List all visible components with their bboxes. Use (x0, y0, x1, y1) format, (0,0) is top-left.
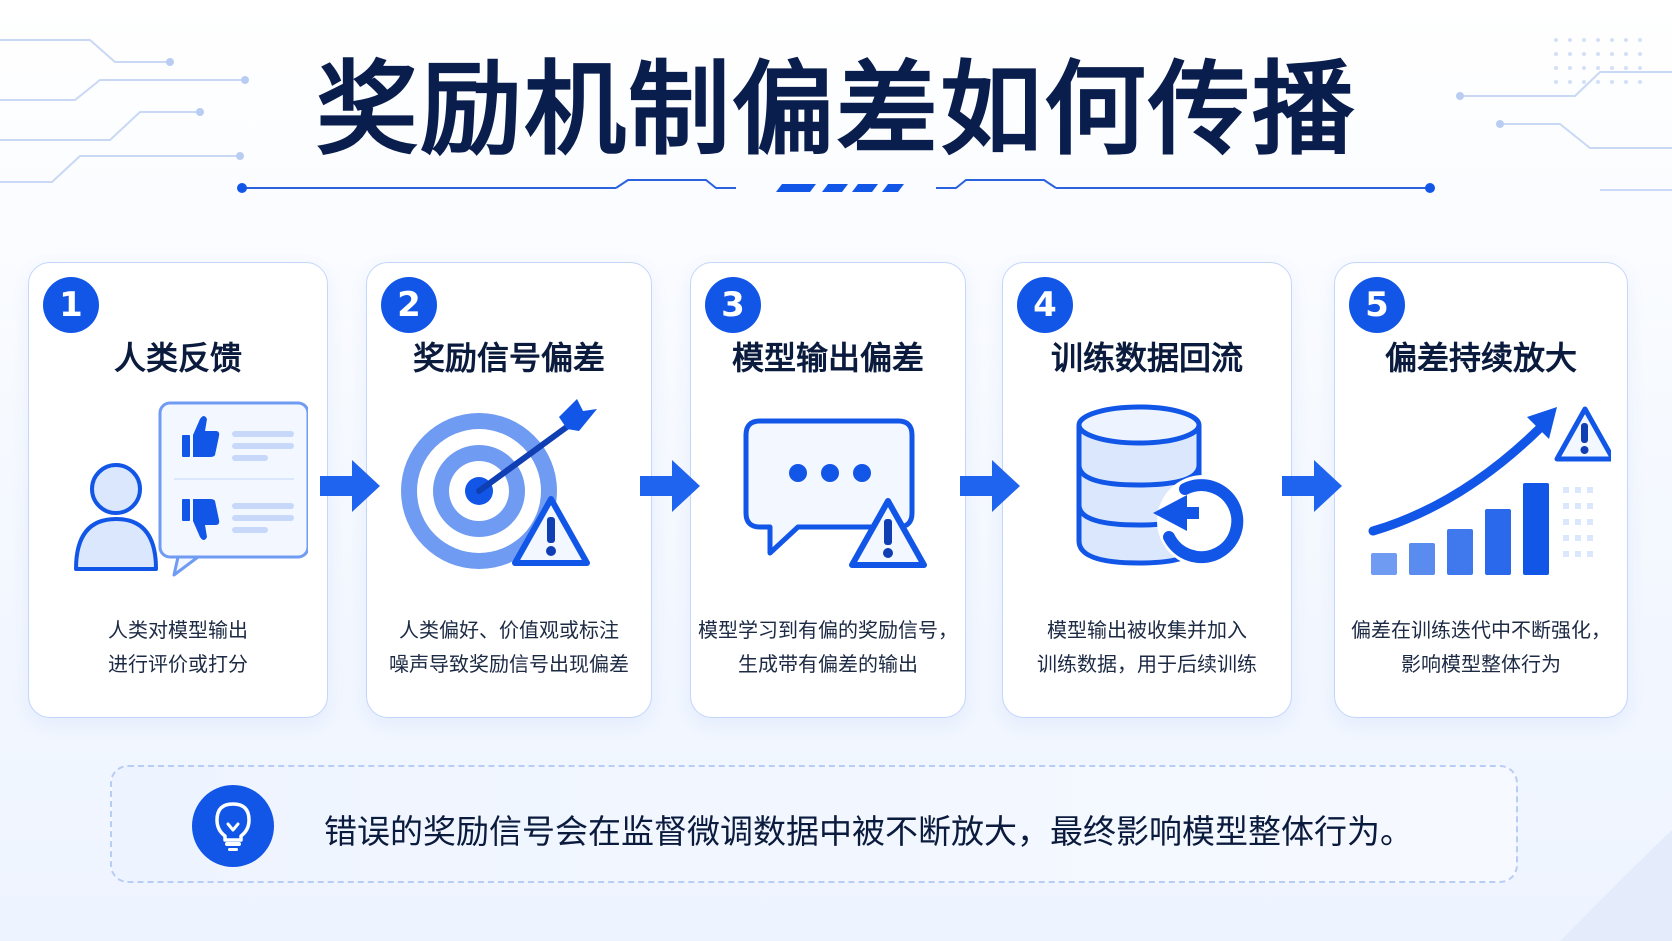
step-title: 人类反馈 (113, 339, 242, 377)
database-refresh-icon (1076, 404, 1249, 567)
step-title: 奖励信号偏差 (412, 339, 605, 377)
step-description: 偏差在训练迭代中不断强化，影响模型整体行为 (1351, 618, 1611, 676)
flow-arrow-icon (320, 460, 380, 512)
growth-chart-warning-icon (1368, 406, 1611, 575)
step-number-badge: 5 (1349, 277, 1405, 333)
step-description: 模型学习到有偏的奖励信号，生成带有偏差的输出 (698, 618, 958, 676)
step-card-4: 4 训练数据回流 模型输出被收集并加入训练数据，用于后续训练 (1002, 262, 1292, 718)
step-card-2: 2 奖励信号偏差 人类偏好、价值观或标注噪声导致奖励信号出现偏差 (366, 262, 652, 718)
chat-warning-icon (743, 418, 927, 568)
title-divider (237, 179, 1435, 193)
flow-arrow-icon (960, 460, 1020, 512)
step-number-badge: 2 (381, 277, 437, 333)
step-number-badge: 1 (43, 277, 99, 333)
step-description: 模型输出被收集并加入训练数据，用于后续训练 (1037, 618, 1257, 676)
step-number-badge: 4 (1017, 277, 1073, 333)
step-description: 人类对模型输出进行评价或打分 (108, 618, 248, 676)
flow-arrow-icon (1282, 460, 1342, 512)
step-description: 人类偏好、价值观或标注噪声导致奖励信号出现偏差 (389, 618, 629, 676)
target-warning-icon (401, 399, 597, 569)
step-title: 训练数据回流 (1050, 339, 1243, 377)
summary-text: 错误的奖励信号会在监督微调数据中被不断放大，最终影响模型整体行为。 (324, 812, 1413, 851)
feedback-thumbs-icon (74, 401, 308, 577)
step-number-badge: 3 (705, 277, 761, 333)
step-title: 模型输出偏差 (731, 339, 924, 377)
lightbulb-icon (192, 785, 274, 867)
step-card-5: 5 偏差持续放大 偏差在训练迭代中不断强化，影响模型整体行为 (1334, 262, 1628, 718)
flow-arrow-icon (640, 460, 700, 512)
step-card-3: 3 模型输出偏差 模型学习到有偏的奖励信号，生成带有偏差的输出 (690, 262, 966, 718)
step-title: 偏差持续放大 (1384, 339, 1577, 377)
summary-callout: 错误的奖励信号会在监督微调数据中被不断放大，最终影响模型整体行为。 (110, 765, 1518, 883)
page-title: 奖励机制偏差如何传播 (316, 51, 1356, 170)
step-card-1: 1 人类反馈 人类对模型输出进行评价或打分 (28, 262, 328, 718)
